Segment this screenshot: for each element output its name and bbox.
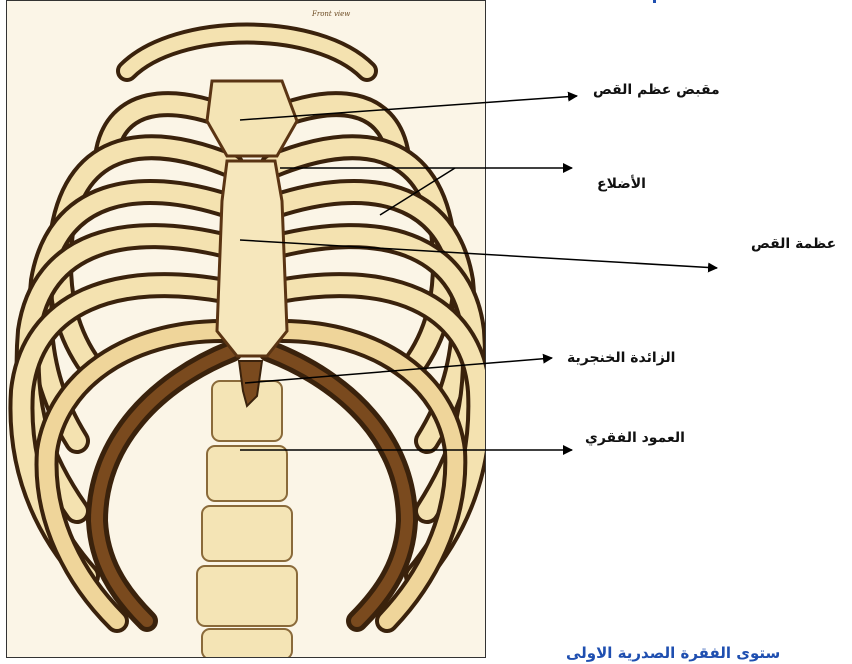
label-vertebral-column: العمود الفقري: [585, 430, 685, 446]
label-manubrium: مقبض عظم القص: [593, 82, 720, 98]
rib-cage-drawing: [7, 1, 486, 658]
label-ribs: الأضلاع: [597, 176, 646, 192]
figure-small-title: Front view: [312, 10, 350, 18]
decorative-mark: [653, 0, 656, 3]
rib-cage-illustration: [6, 0, 486, 658]
label-xiphoid-process: الزائدة الخنجرية: [567, 350, 675, 366]
figure-caption: ستوى الفقرة الصدرية الاولى: [566, 644, 780, 662]
label-sternum: عظمة القص: [751, 236, 836, 252]
vertebral-column: [197, 381, 297, 658]
